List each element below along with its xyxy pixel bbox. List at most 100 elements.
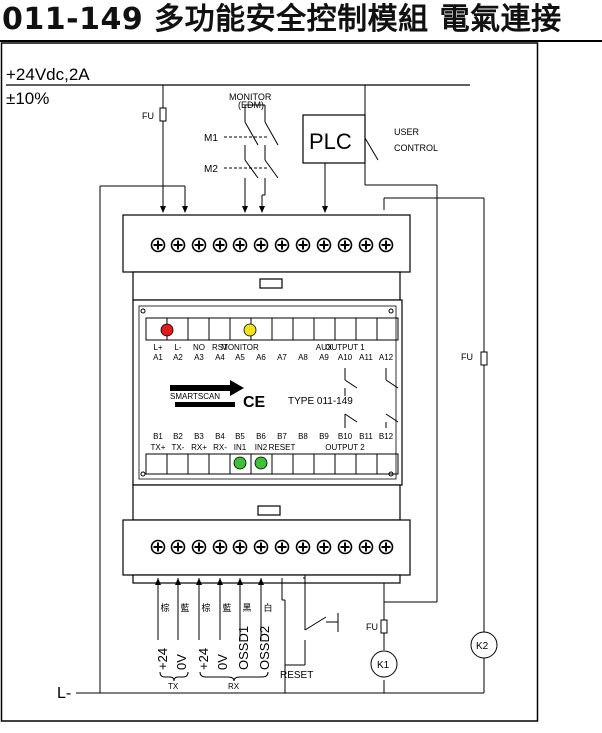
top-screw-5 — [232, 237, 248, 253]
bottom-pin-label: B5 — [235, 432, 245, 441]
rx-0v-label: 0V — [215, 654, 230, 670]
bottom-screw-11 — [358, 539, 374, 555]
bottom-signal-label: RX- — [213, 443, 227, 452]
led-yellow — [243, 323, 257, 337]
bottom-screw-8 — [295, 539, 311, 555]
smartscan-logo-arrows — [170, 380, 244, 407]
screw-hole-bl — [140, 471, 146, 477]
bottom-pin-label: B1 — [153, 432, 163, 441]
monitor-label: MONITOR — [229, 92, 272, 102]
top-signal-label: NO — [193, 343, 205, 352]
top-pin-label: A4 — [215, 353, 225, 362]
page-title: 011-149 多功能安全控制模組 電氣連接 — [2, 2, 562, 37]
bottom-pin-label: B12 — [379, 432, 394, 441]
tx-0v-label: 0V — [174, 654, 189, 670]
wire-color-label: 棕 — [201, 602, 210, 613]
top-pin-label: A1 — [153, 353, 163, 362]
wire-arrow — [175, 578, 181, 585]
wire-color-labels: 棕藍棕藍黑白 — [160, 602, 272, 613]
bottom-screw-1 — [150, 539, 166, 555]
top-screw-11 — [358, 237, 374, 253]
rx-brace — [199, 671, 269, 682]
top-screw-terminals — [150, 237, 394, 253]
bottom-screw-terminals — [150, 539, 394, 555]
top-pin-label: A2 — [173, 353, 183, 362]
bottom-signal-label: RESET — [269, 443, 296, 452]
tx-brace — [159, 671, 189, 682]
top-pin-label: A5 — [235, 353, 245, 362]
ce-mark: CE — [243, 394, 266, 411]
top-pin-label: A6 — [256, 353, 266, 362]
led-red — [160, 323, 174, 337]
wire-arrow — [237, 578, 243, 585]
bottom-signal-label: IN1 — [234, 443, 247, 452]
tx-plus24-label: +24 — [155, 648, 170, 670]
wire-color-label: 棕 — [160, 602, 169, 613]
bottom-screw-7 — [274, 539, 290, 555]
bottom-pin-label: B7 — [277, 432, 287, 441]
bottom-screw-3 — [191, 539, 207, 555]
wire-color-label: 藍 — [222, 602, 231, 613]
wire-arrow — [217, 578, 223, 585]
reset-label: RESET — [280, 670, 313, 681]
supply-tolerance-label: ±10% — [6, 89, 49, 108]
wire-arrow — [196, 578, 202, 585]
bottom-screw-4 — [212, 539, 228, 555]
control-label: CONTROL — [394, 143, 438, 153]
bottom-screw-6 — [253, 539, 269, 555]
bottom-signal-label: TX+ — [151, 443, 166, 452]
fuse-label: FU — [142, 111, 154, 121]
k1-label: K1 — [377, 660, 390, 671]
bottom-signal-label: IN2 — [255, 443, 268, 452]
top-pin-label: A8 — [298, 353, 308, 362]
bottom-pin-label: B4 — [215, 432, 225, 441]
bottom-pin-label: B2 — [173, 432, 183, 441]
bottom-pin-label: B9 — [319, 432, 329, 441]
top-signal-label: L- — [174, 343, 181, 352]
m1-label: M1 — [204, 133, 218, 144]
top-pin-label: A9 — [319, 353, 329, 362]
rx-group-label: RX — [228, 682, 240, 691]
bottom-pin-label: B10 — [338, 432, 353, 441]
plc-box — [302, 114, 366, 164]
top-screw-1 — [150, 237, 166, 253]
tx-group-label: TX — [168, 682, 179, 691]
bottom-screw-12 — [378, 539, 394, 555]
type-label: TYPE 011-149 — [288, 396, 353, 407]
k2-circuit — [383, 197, 498, 659]
module-housing — [122, 214, 411, 584]
bottom-pin-label: B6 — [256, 432, 266, 441]
m2-label: M2 — [204, 164, 218, 175]
k2-fuse-label: FU — [461, 352, 473, 362]
led-green-in2 — [254, 456, 268, 470]
top-pin-label: A12 — [379, 353, 394, 362]
brand-label: SMARTSCAN — [170, 392, 220, 401]
page-frame — [0, 42, 539, 722]
wire-color-label: 白 — [263, 602, 272, 613]
bottom-pin-label: B11 — [359, 432, 373, 441]
reset-button-symbol — [285, 575, 339, 666]
output-contacts — [344, 368, 399, 428]
screw-hole-tl — [140, 308, 146, 314]
bottom-screw-2 — [170, 539, 186, 555]
top-screw-9 — [316, 237, 332, 253]
top-signal-label: OUTPUT 1 — [325, 343, 365, 352]
k1-circuit — [370, 578, 398, 678]
bottom-pin-label: B8 — [298, 432, 308, 441]
rx-ossd2-label: OSSD2 — [257, 626, 272, 670]
edm-monitor-contacts — [224, 104, 279, 210]
user-control-switch — [324, 85, 438, 603]
bottom-signal-label: RX+ — [191, 443, 207, 452]
bottom-screw-5 — [232, 539, 248, 555]
rx-ossd1-label: OSSD1 — [236, 626, 251, 670]
top-screw-8 — [295, 237, 311, 253]
main-fuse: FU — [142, 85, 167, 213]
negative-rail-label: L- — [57, 685, 71, 702]
k2-label: K2 — [476, 641, 489, 652]
top-screw-10 — [337, 237, 353, 253]
bottom-signal-label: TX- — [172, 443, 185, 452]
rx-plus24-label: +24 — [196, 648, 211, 670]
wire-arrow — [155, 578, 161, 585]
